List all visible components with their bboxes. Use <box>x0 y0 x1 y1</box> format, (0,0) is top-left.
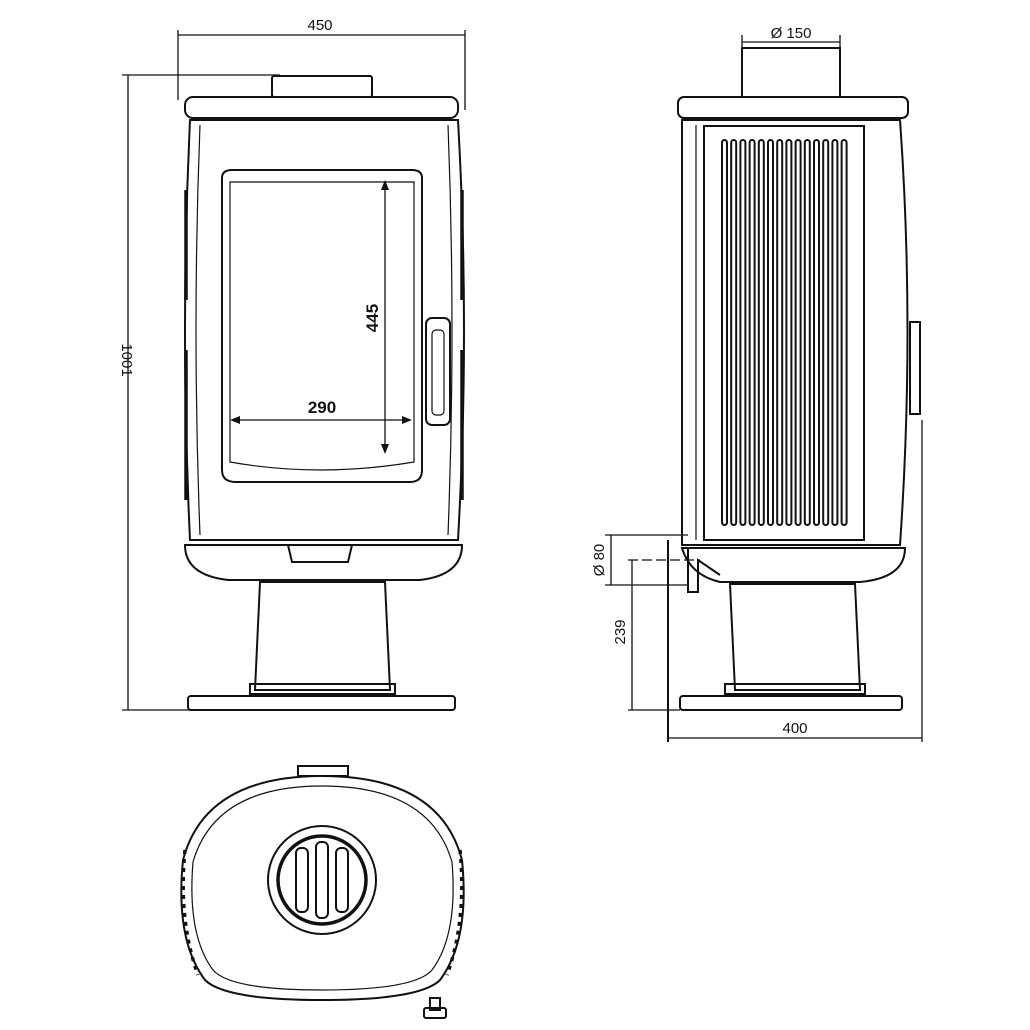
front-ash-bowl <box>183 544 464 581</box>
side-handle <box>909 321 921 415</box>
grille-bar <box>767 139 774 526</box>
grille-bar <box>803 139 811 526</box>
side-view: Ø 150 Ø 80 239 400 <box>591 25 923 742</box>
grille-bar <box>739 139 747 526</box>
dim-depth-label: 400 <box>782 720 807 737</box>
dim-air-inlet-label: Ø 80 <box>591 544 608 577</box>
side-pedestal <box>728 583 862 691</box>
front-top-plate <box>184 96 459 119</box>
side-flue-collar <box>741 47 841 98</box>
grille-bar <box>831 139 839 526</box>
dim-flue-label: Ø 150 <box>771 25 812 42</box>
top-view <box>180 765 465 1019</box>
grille-bar <box>776 139 784 526</box>
grille-bar <box>721 139 728 526</box>
front-base-plate <box>187 695 456 711</box>
grille-bar <box>785 139 793 526</box>
grille-bar <box>757 139 765 526</box>
dim-height-label: 1001 <box>118 343 135 376</box>
side-ash-bowl <box>680 547 907 583</box>
grille-bar <box>748 139 756 526</box>
front-pedestal <box>253 581 392 691</box>
side-body <box>681 119 909 546</box>
grille-bar <box>794 139 802 526</box>
side-base-plate <box>679 695 903 711</box>
grille-bar <box>730 139 738 526</box>
dim-width-label: 450 <box>307 17 332 34</box>
top-flue-collar <box>297 765 349 777</box>
grille-bar <box>822 139 830 526</box>
top-body <box>180 774 465 1002</box>
grille-bar <box>813 139 820 526</box>
front-view: 450 1001 445 290 <box>118 17 466 711</box>
dim-window-width-label: 290 <box>308 398 336 417</box>
top-knob <box>423 1007 447 1019</box>
side-panel <box>703 125 865 541</box>
top-flue-outlet <box>267 825 377 935</box>
front-flue-collar <box>271 75 373 98</box>
front-door-window <box>221 169 423 483</box>
grille-bar <box>840 139 848 526</box>
dim-air-inlet-height-label: 239 <box>612 619 629 644</box>
side-top-plate <box>677 96 909 119</box>
dim-window-height-label: 445 <box>363 304 382 332</box>
side-grille <box>721 139 848 526</box>
door-handle <box>425 317 451 426</box>
